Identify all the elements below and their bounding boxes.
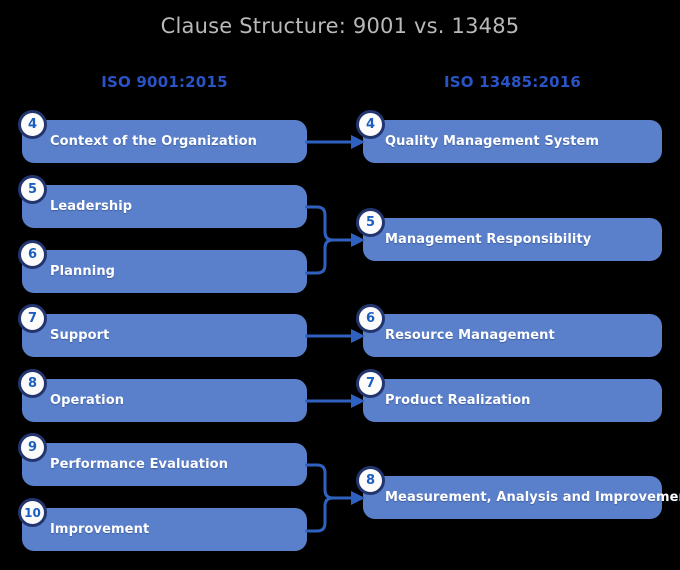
clause-badge-left-8: 8 [18,369,47,398]
clause-box-left-7[interactable]: Support [22,314,307,357]
connector-5-6-merge-to-5 [305,205,365,275]
clause-label: Planning [50,264,116,279]
clause-label: Support [50,328,110,343]
clause-box-left-4[interactable]: Context of the Organization [22,120,307,163]
clause-label: Quality Management System [385,134,600,149]
clause-box-left-9[interactable]: Performance Evaluation [22,443,307,486]
clause-badge-right-6: 6 [356,304,385,333]
clause-badge-right-5: 5 [356,208,385,237]
connector-9-10-merge-to-8 [305,463,365,533]
clause-box-left-5[interactable]: Leadership [22,185,307,228]
clause-label: Product Realization [385,393,531,408]
clause-badge-left-10: 10 [18,498,47,527]
connector-8-to-7 [305,394,365,408]
connector-4-to-4 [305,135,365,149]
clause-box-right-5[interactable]: Management Responsibility [363,218,662,261]
clause-label: Management Responsibility [385,232,592,247]
clause-box-right-8[interactable]: Measurement, Analysis and Improvement [363,476,680,519]
clause-label: Resource Management [385,328,555,343]
clause-box-right-4[interactable]: Quality Management System [363,120,662,163]
clause-badge-right-4: 4 [356,110,385,139]
column-header-iso9001: ISO 9001:2015 [101,73,228,91]
clause-box-left-8[interactable]: Operation [22,379,307,422]
clause-box-left-6[interactable]: Planning [22,250,307,293]
clause-label: Performance Evaluation [50,457,229,472]
clause-box-right-6[interactable]: Resource Management [363,314,662,357]
clause-badge-right-7: 7 [356,369,385,398]
clause-badge-right-8: 8 [356,466,385,495]
clause-box-left-10[interactable]: Improvement [22,508,307,551]
clause-label: Leadership [50,199,133,214]
column-header-iso13485: ISO 13485:2016 [443,73,582,91]
clause-label: Improvement [50,522,150,537]
clause-label: Measurement, Analysis and Improvement [385,490,680,505]
clause-badge-left-5: 5 [18,175,47,204]
page-title: Clause Structure: 9001 vs. 13485 [160,14,520,38]
connector-7-to-6 [305,329,365,343]
clause-badge-left-7: 7 [18,304,47,333]
clause-box-right-7[interactable]: Product Realization [363,379,662,422]
clause-label: Operation [50,393,125,408]
clause-badge-left-6: 6 [18,240,47,269]
clause-badge-left-4: 4 [18,110,47,139]
clause-label: Context of the Organization [50,134,257,149]
clause-badge-left-9: 9 [18,433,47,462]
